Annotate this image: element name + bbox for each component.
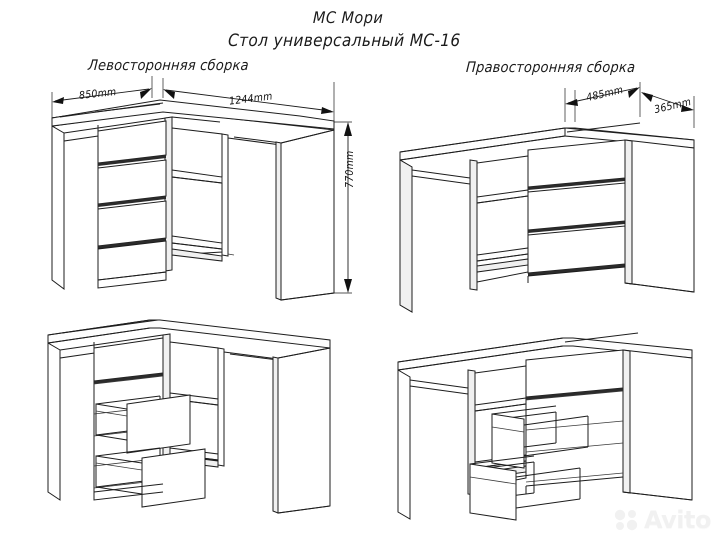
dimension-lines-top-right (564, 82, 695, 128)
desk-top-left (51, 99, 335, 301)
desk-bottom-right (397, 332, 693, 521)
desk-bottom-left (47, 319, 331, 514)
desk-top-right (399, 122, 695, 313)
open-drawer-bottom-right (469, 455, 581, 521)
open-drawer-middle-right (491, 405, 589, 469)
open-drawer-middle (95, 394, 191, 454)
